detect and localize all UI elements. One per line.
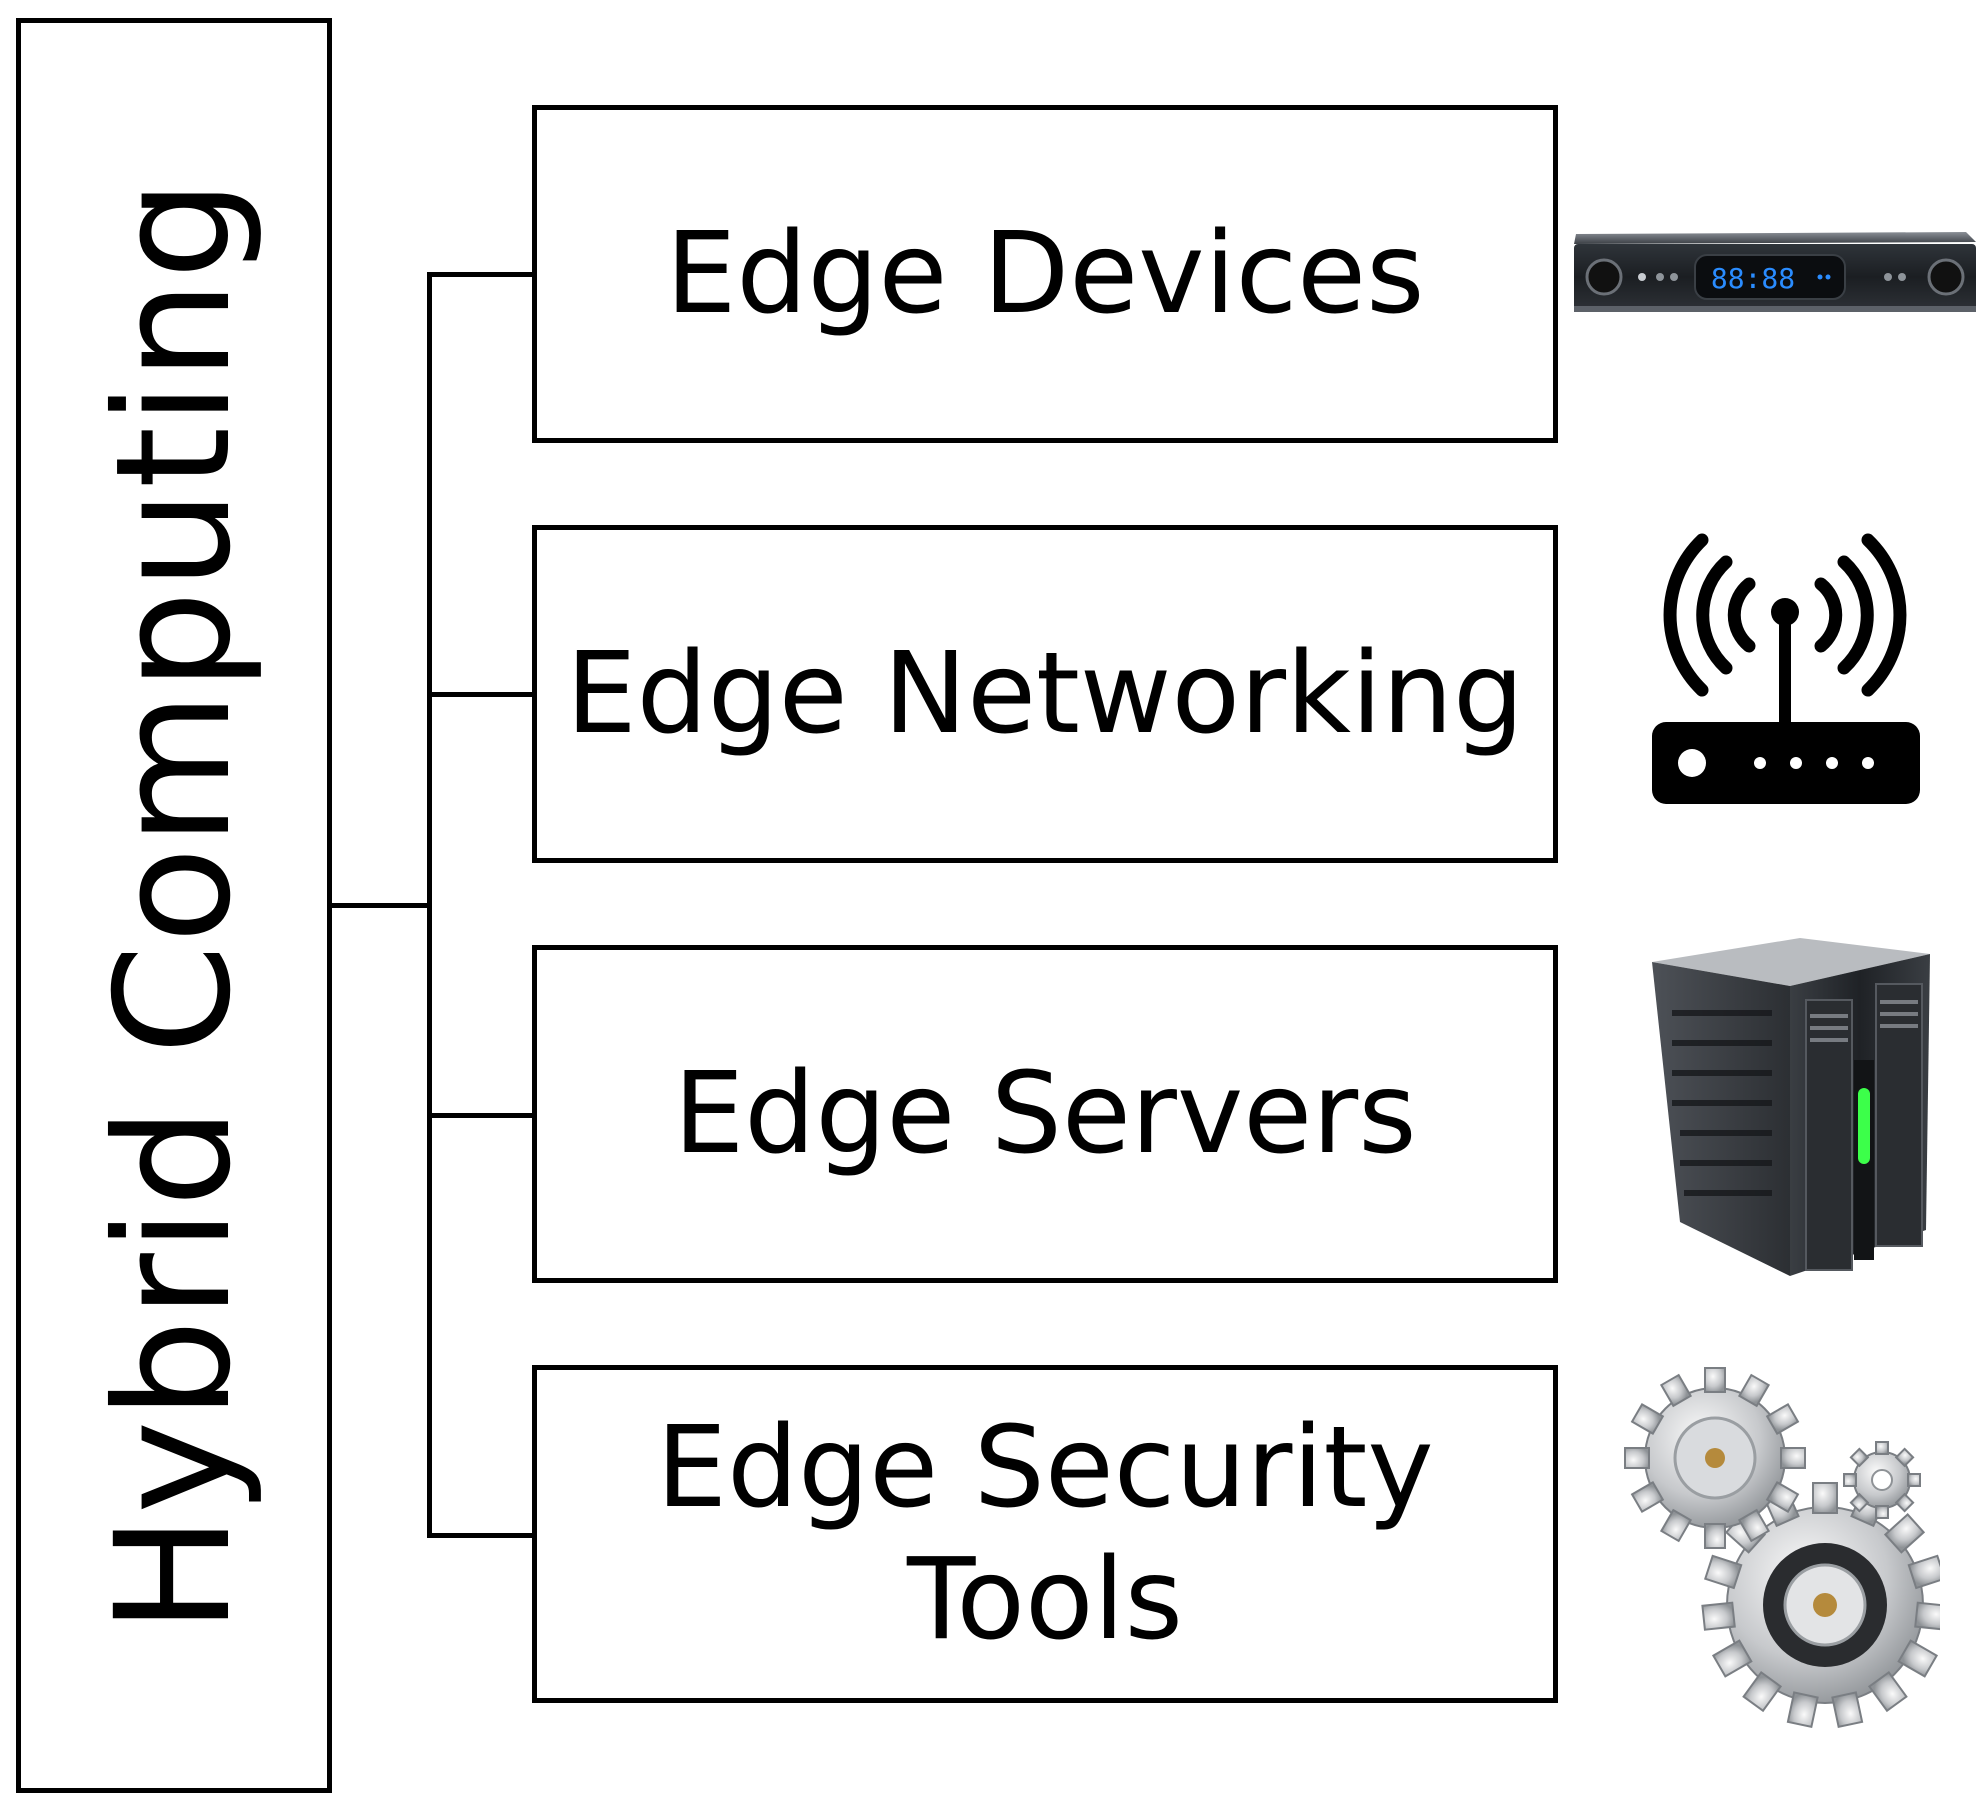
node-label: Edge Servers xyxy=(673,1048,1417,1179)
branch-connector-devices xyxy=(427,272,535,277)
branch-connector-servers xyxy=(427,1113,535,1118)
root-node: Hybrid Computing xyxy=(16,18,332,1793)
led-display-text: 88:88 xyxy=(1711,262,1795,295)
branch-connector-networking xyxy=(427,692,535,697)
set-top-box-icon: 88:88 xyxy=(1570,228,1980,320)
node-label: Edge Networking xyxy=(565,628,1525,759)
branch-connector-security xyxy=(427,1533,535,1538)
server-tower-icon xyxy=(1640,930,1940,1282)
trunk-connector xyxy=(427,272,432,1537)
root-connector xyxy=(330,903,432,908)
node-edge-security-tools: Edge Security Tools xyxy=(532,1365,1558,1703)
wireless-router-icon xyxy=(1640,520,1930,810)
node-label: Edge Security Tools xyxy=(656,1402,1434,1665)
node-label: Edge Devices xyxy=(665,208,1425,339)
root-label: Hybrid Computing xyxy=(82,177,266,1634)
node-edge-networking: Edge Networking xyxy=(532,525,1558,863)
node-edge-devices: Edge Devices xyxy=(532,105,1558,443)
gears-icon xyxy=(1620,1360,1949,1730)
node-edge-servers: Edge Servers xyxy=(532,945,1558,1283)
